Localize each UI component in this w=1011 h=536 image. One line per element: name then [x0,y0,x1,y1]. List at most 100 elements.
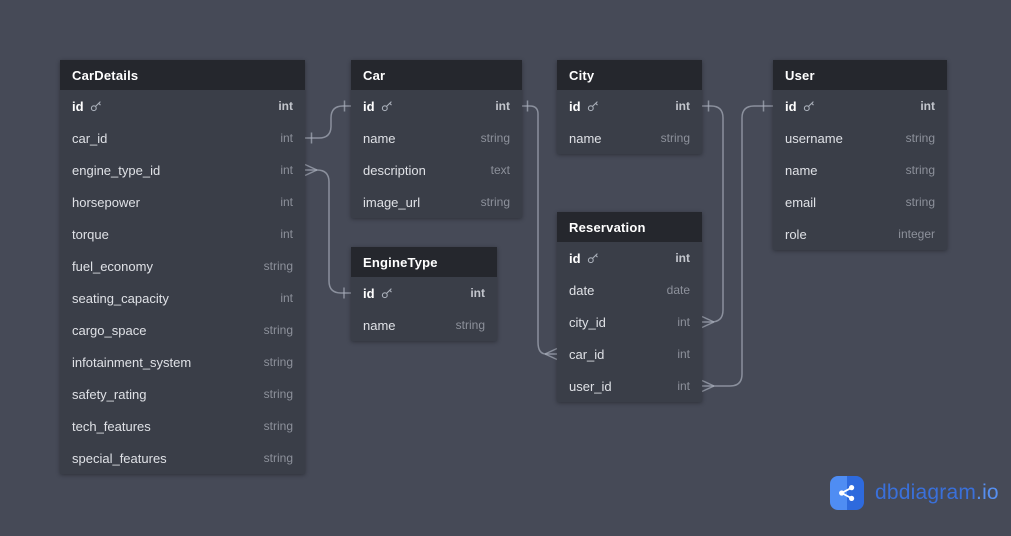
table-row[interactable]: id int [351,277,497,309]
field-type: string [480,195,510,209]
relationship-cardetails-car [305,100,351,144]
table-row[interactable]: name string [351,309,497,341]
field-name: role [785,226,807,242]
key-icon [90,101,101,112]
field-name: description [363,162,426,178]
table-row[interactable]: name string [773,154,947,186]
table-row[interactable]: email string [773,186,947,218]
field-name: id [569,250,581,266]
table-title: CarDetails [72,67,139,83]
field-name: safety_rating [72,386,147,402]
field-name: tech_features [72,418,151,434]
field-name: name [569,130,602,146]
field-type: string [660,131,690,145]
field-type: string [905,131,935,145]
table-user-header[interactable]: User [773,60,947,90]
field-type: integer [898,227,935,241]
field-type: int [280,195,293,209]
field-name: special_features [72,450,167,466]
field-name: city_id [569,314,606,330]
relationship-car-reservation [522,100,558,361]
key-icon [381,288,392,299]
field-name: car_id [569,346,605,362]
relationship-cardetails-enginetype [304,163,351,299]
field-name: name [785,162,818,178]
table-row[interactable]: username string [773,122,947,154]
logo-text: dbdiagram.io [875,481,999,504]
field-type: string [455,318,485,332]
table-row[interactable]: id int [351,90,522,122]
field-type: int [920,99,935,113]
table-row[interactable]: engine_type_id int [60,154,305,186]
table-row[interactable]: id int [773,90,947,122]
field-name: engine_type_id [72,162,161,178]
table-row[interactable]: horsepower int [60,186,305,218]
table-car-header[interactable]: Car [351,60,522,90]
table-row[interactable]: safety_rating string [60,378,305,410]
field-type: int [280,163,293,177]
table-row[interactable]: tech_features string [60,410,305,442]
field-name: id [72,98,84,114]
field-name: id [363,98,375,114]
table-row[interactable]: id int [557,90,702,122]
field-type: string [263,451,293,465]
table-city[interactable]: City id int name string [557,60,702,154]
field-name: username [785,130,843,146]
table-title: City [569,67,595,83]
table-row[interactable]: id int [557,242,702,274]
table-reservation-header[interactable]: Reservation [557,212,702,242]
table-row[interactable]: id int [60,90,305,122]
table-user[interactable]: User id int username string name string em… [773,60,947,250]
field-type: string [263,323,293,337]
table-row[interactable]: city_id int [557,306,702,338]
field-name: email [785,194,817,210]
table-city-header[interactable]: City [557,60,702,90]
field-type: date [666,283,690,297]
table-row[interactable]: car_id int [557,338,702,370]
field-type: string [263,419,293,433]
field-name: date [569,282,595,298]
dbdiagram-logo[interactable]: dbdiagram.io [830,476,999,510]
field-type: string [263,259,293,273]
field-name: fuel_economy [72,258,153,274]
table-row[interactable]: role integer [773,218,947,250]
table-enginetype-header[interactable]: EngineType [351,247,497,277]
field-type: int [677,315,690,329]
field-type: string [263,355,293,369]
table-row[interactable]: special_features string [60,442,305,474]
field-type: string [905,163,935,177]
key-icon [381,101,392,112]
field-type: int [495,99,510,113]
field-type: string [905,195,935,209]
field-name: name [363,317,396,333]
key-icon [587,101,598,112]
table-title: EngineType [363,254,438,270]
field-type: int [675,99,690,113]
share-icon [830,476,864,510]
relationship-city-reservation [701,100,724,329]
table-enginetype[interactable]: EngineType id int name string [351,247,497,341]
table-row[interactable]: name string [557,122,702,154]
field-name: horsepower [72,194,140,210]
field-type: string [263,387,293,401]
table-row[interactable]: cargo_space string [60,314,305,346]
table-row[interactable]: date date [557,274,702,306]
field-type: int [677,347,690,361]
field-name: car_id [72,130,108,146]
table-cardetails-header[interactable]: CarDetails [60,60,305,90]
field-name: seating_capacity [72,290,169,306]
field-name: cargo_space [72,322,147,338]
table-row[interactable]: fuel_economy string [60,250,305,282]
